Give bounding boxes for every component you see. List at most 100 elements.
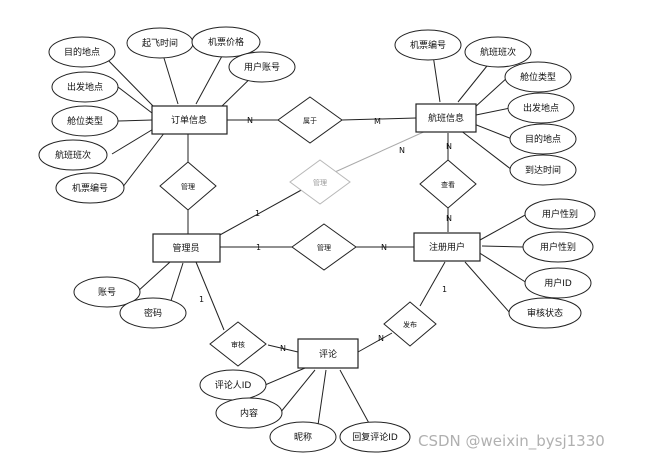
cardinality-labels: N M 1 N N N 1 N 1 N N 1 [199, 116, 452, 353]
attr-flight-origin-label: 出发地点 [523, 102, 559, 114]
attr-admin-password-label: 密码 [144, 307, 162, 319]
rel-manage-order-label: 管理 [181, 182, 195, 191]
rel-review [209, 321, 267, 367]
attr-user-review-status-label: 审核状态 [527, 307, 563, 319]
attr-flight-ticket-id-label: 机票编号 [410, 39, 446, 51]
rel-manage-user-label: 管理 [317, 243, 331, 252]
flight-attributes: 机票编号 航班班次 舱位类型 出发地点 目的地点 到达时间 [394, 29, 577, 186]
line-belongs-flight [341, 117, 417, 121]
attr-user-gender-1 [524, 198, 596, 230]
line-admin-attr-1 [136, 261, 171, 293]
relationships: 属于 管理 管理 查看 管理 发布 审核 [159, 96, 477, 367]
card-comment-publish: N [378, 334, 384, 343]
rel-manage-user [291, 223, 357, 271]
attr-comment-nickname [269, 421, 337, 453]
watermark: CSDN @weixin_bysj1330 [418, 432, 605, 451]
attr-order-flight-number-label: 航班班次 [55, 149, 91, 161]
attr-flight-arrival-time [509, 154, 577, 186]
attr-flight-cabin-type-label: 舱位类型 [520, 71, 556, 83]
card-admin-user-admin: 1 [256, 243, 261, 252]
rel-belongs [277, 96, 343, 144]
attr-order-price [191, 26, 261, 58]
attr-order-user-account [228, 51, 296, 83]
attr-flight-number-label: 航班班次 [480, 46, 516, 58]
attr-order-flight-number [38, 139, 108, 171]
attr-admin-account-label: 账号 [98, 287, 116, 298]
line-user-attr-1 [479, 213, 528, 241]
line-order-attr-8 [121, 131, 166, 189]
line-flight-attr-6 [459, 129, 513, 171]
rel-belongs-label: 属于 [303, 117, 317, 125]
entity-comment-label: 评论 [319, 348, 337, 360]
entity-order-label: 订单信息 [171, 114, 207, 126]
attr-flight-destination-label: 目的地点 [525, 133, 561, 145]
line-review-comment [267, 344, 299, 353]
attr-flight-origin [507, 92, 575, 124]
attr-user-gender-2 [522, 231, 594, 263]
card-order-belongs: N [247, 116, 253, 125]
line-order-attr-7 [111, 127, 156, 155]
attr-order-origin [51, 71, 119, 103]
rel-publish [383, 301, 437, 347]
attr-comment-reply-id-label: 回复评论ID [352, 431, 398, 443]
card-user-publish: 1 [442, 285, 447, 294]
attr-comment-nickname-label: 昵称 [294, 431, 312, 443]
line-comment-attr-1 [264, 367, 306, 386]
card-comment-review: N [280, 344, 286, 353]
attr-comment-content-label: 内容 [240, 407, 258, 419]
attr-admin-account [73, 276, 141, 308]
attr-order-destination-label: 目的地点 [64, 46, 100, 58]
attr-flight-ticket-id [394, 29, 462, 61]
line-manage-flight-upper [334, 129, 429, 173]
attr-order-user-account-label: 用户账号 [244, 61, 280, 73]
rel-manage-order [159, 161, 217, 211]
order-attributes: 目的地点 起飞时间 机票价格 用户账号 出发地点 舱位类型 航班班次 机票编号 [38, 26, 296, 204]
line-flight-attr-5 [473, 123, 513, 140]
attr-order-destination [48, 36, 116, 68]
rel-publish-label: 发布 [403, 320, 417, 329]
entity-user-label: 注册用户 [429, 241, 465, 253]
card-user-view: N [446, 214, 452, 223]
user-attributes: 用户性别 用户性别 用户ID 审核状态 [508, 198, 596, 329]
line-user-attr-4 [464, 261, 511, 314]
attr-comment-content [215, 397, 283, 429]
card-admin-flight-flight: N [399, 146, 405, 155]
attr-order-cabin-type-label: 舱位类型 [67, 115, 103, 127]
connector-lines [99, 44, 528, 426]
attr-comment-author-id-label: 评论人ID [215, 379, 252, 391]
entity-comment [297, 338, 359, 369]
line-admin-manage-flight [217, 187, 306, 237]
line-comment-publish [357, 332, 393, 353]
attr-flight-cabin-type [504, 61, 572, 93]
attr-order-origin-label: 出发地点 [67, 81, 103, 93]
entity-user [413, 232, 481, 262]
attr-order-ticket-id [55, 172, 125, 204]
admin-attributes: 账号 密码 [73, 276, 187, 329]
attr-order-price-label: 机票价格 [208, 36, 244, 48]
rel-review-label: 审核 [231, 340, 245, 349]
rel-manage-flight-label: 管理 [313, 178, 327, 187]
attr-user-gender-1-label: 用户性别 [542, 208, 578, 220]
entity-flight [415, 103, 477, 133]
rel-view-label: 查看 [441, 180, 455, 189]
attr-flight-number [464, 36, 532, 68]
attr-user-id [524, 267, 592, 299]
line-order-attr-6 [117, 119, 153, 122]
entity-admin-label: 管理员 [172, 242, 199, 254]
line-user-attr-2 [481, 245, 524, 248]
attr-order-ticket-id-label: 机票编号 [72, 182, 108, 194]
attr-flight-arrival-time-label: 到达时间 [525, 164, 561, 176]
line-flight-attr-1 [432, 54, 441, 103]
card-flight-view: N [446, 142, 452, 151]
attr-order-departure-time-label: 起飞时间 [142, 37, 178, 49]
attr-admin-password [119, 297, 187, 329]
attr-flight-destination [509, 123, 577, 155]
line-publish-user [419, 261, 446, 307]
card-admin-flight-admin: 1 [255, 209, 260, 218]
line-comment-attr-3 [317, 369, 327, 426]
attr-user-review-status [508, 297, 582, 329]
entity-admin [152, 233, 221, 263]
attr-comment-reply-id [339, 421, 411, 453]
line-flight-attr-3 [473, 76, 509, 109]
